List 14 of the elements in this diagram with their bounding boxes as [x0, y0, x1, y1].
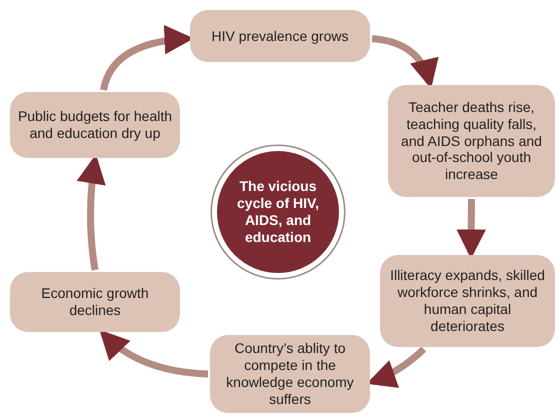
- box-text: Economic growth declines: [40, 285, 150, 319]
- box-text: Public budgets for health and education dry up: [16, 108, 174, 142]
- process-box: [10, 92, 180, 158]
- box-text: Teacher deaths rise, teaching quality falls, and AIDS orphans and out-of-school youth increase: [400, 99, 543, 183]
- process-box: [190, 10, 370, 62]
- process-box: [10, 272, 180, 332]
- arrow: [99, 330, 208, 378]
- process-box: [388, 85, 555, 197]
- box-text: Country’s ablity to compete in the knowledge economy suffers: [225, 340, 355, 408]
- process-box: [380, 255, 555, 347]
- box-text: HIV prevalence grows: [212, 28, 348, 44]
- center-title: The vicious cycle of HIV, AIDS, and education: [236, 178, 320, 246]
- process-box: [210, 335, 370, 413]
- box-text: Illiteracy expands, skilled workforce shrinks, and human capital deteriorates: [389, 267, 546, 335]
